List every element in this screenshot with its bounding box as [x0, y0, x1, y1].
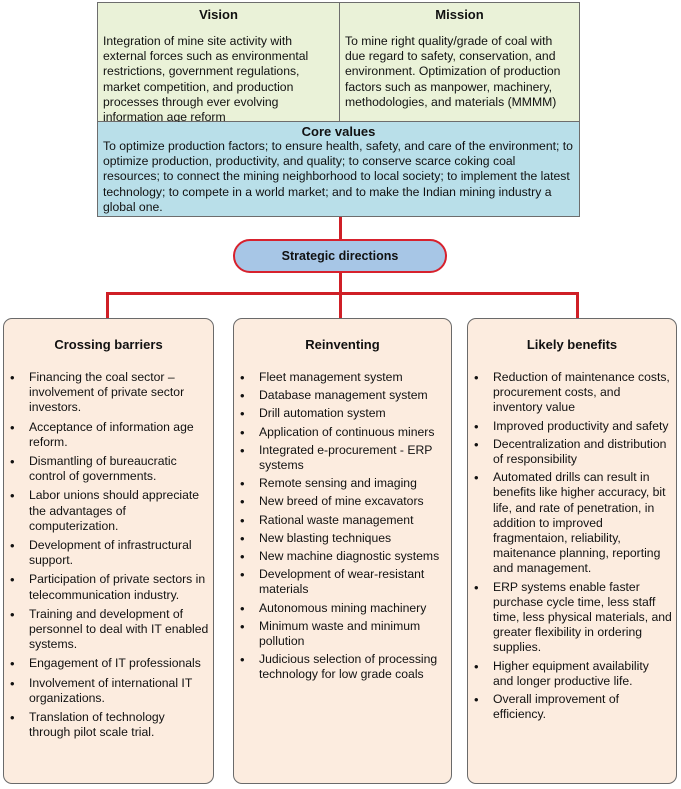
- bullet-list: Fleet management systemDatabase manageme…: [234, 370, 451, 683]
- strategic-directions-label: Strategic directions: [281, 249, 399, 263]
- column-title: Crossing barriers: [54, 337, 163, 352]
- column-likely-benefits: Likely benefits Reduction of maintenance…: [467, 318, 677, 784]
- bullet-list: Reduction of maintenance costs, procurem…: [468, 370, 676, 722]
- mission-box: Mission To mine right quality/grade of c…: [340, 2, 580, 122]
- list-item: Database management system: [234, 388, 451, 403]
- list-item: Minimum waste and minimum pollution: [234, 619, 451, 649]
- list-item: Higher equipment availability and longer…: [468, 659, 676, 689]
- list-item: Labor unions should appreciate the advan…: [4, 488, 213, 534]
- list-item: Dismantling of bureaucratic control of g…: [4, 454, 213, 484]
- list-item: Translation of technology through pilot …: [4, 710, 213, 740]
- column-title: Reinventing: [305, 337, 380, 352]
- connector-middle: [339, 292, 342, 318]
- column-reinventing: Reinventing Fleet management systemDatab…: [233, 318, 452, 784]
- bullet-list: Financing the coal sector – involvement …: [4, 370, 213, 740]
- core-values-text: To optimize production factors; to ensur…: [103, 139, 573, 214]
- connector-top: [339, 217, 342, 239]
- list-item: Application of continuous miners: [234, 425, 451, 440]
- list-item: Development of infrastructural support.: [4, 538, 213, 568]
- list-item: New machine diagnostic systems: [234, 549, 451, 564]
- mission-text: To mine right quality/grade of coal with…: [345, 34, 561, 109]
- list-item: Rational waste management: [234, 513, 451, 528]
- list-item: Involvement of international IT organiza…: [4, 676, 213, 706]
- core-values-title: Core values: [301, 124, 376, 139]
- connector-horizontal: [106, 292, 579, 295]
- list-item: Overall improvement of efficiency.: [468, 692, 676, 722]
- column-title: Likely benefits: [526, 337, 618, 352]
- list-item: Improved productivity and safety: [468, 419, 676, 434]
- list-item: Automated drills can result in benefits …: [468, 470, 676, 576]
- list-item: ERP systems enable faster purchase cycle…: [468, 580, 676, 656]
- list-item: New breed of mine excavators: [234, 494, 451, 509]
- list-item: Training and development of personnel to…: [4, 607, 213, 653]
- list-item: Participation of private sectors in tele…: [4, 572, 213, 602]
- list-item: Remote sensing and imaging: [234, 476, 451, 491]
- core-values-box: Core values To optimize production facto…: [97, 122, 580, 217]
- column-crossing-barriers: Crossing barriers Financing the coal sec…: [3, 318, 214, 784]
- list-item: Financing the coal sector – involvement …: [4, 370, 213, 416]
- connector-right: [576, 292, 579, 318]
- list-item: Integrated e-procurement - ERP systems: [234, 443, 451, 473]
- list-item: New blasting techniques: [234, 531, 451, 546]
- list-item: Acceptance of information age reform.: [4, 420, 213, 450]
- list-item: Reduction of maintenance costs, procurem…: [468, 370, 676, 416]
- mission-title: Mission: [435, 7, 484, 22]
- list-item: Drill automation system: [234, 406, 451, 421]
- connector-left: [106, 292, 109, 318]
- vision-title: Vision: [199, 7, 238, 22]
- list-item: Decentralization and distribution of res…: [468, 437, 676, 467]
- list-item: Fleet management system: [234, 370, 451, 385]
- vision-box: Vision Integration of mine site activity…: [97, 2, 340, 125]
- list-item: Judicious selection of processing techno…: [234, 652, 451, 682]
- connector-bottom: [339, 273, 342, 293]
- list-item: Development of wear-resistant materials: [234, 567, 451, 597]
- vision-text: Integration of mine site activity with e…: [103, 34, 309, 125]
- list-item: Engagement of IT professionals: [4, 656, 213, 671]
- strategic-directions-node: Strategic directions: [233, 239, 447, 273]
- list-item: Autonomous mining machinery: [234, 601, 451, 616]
